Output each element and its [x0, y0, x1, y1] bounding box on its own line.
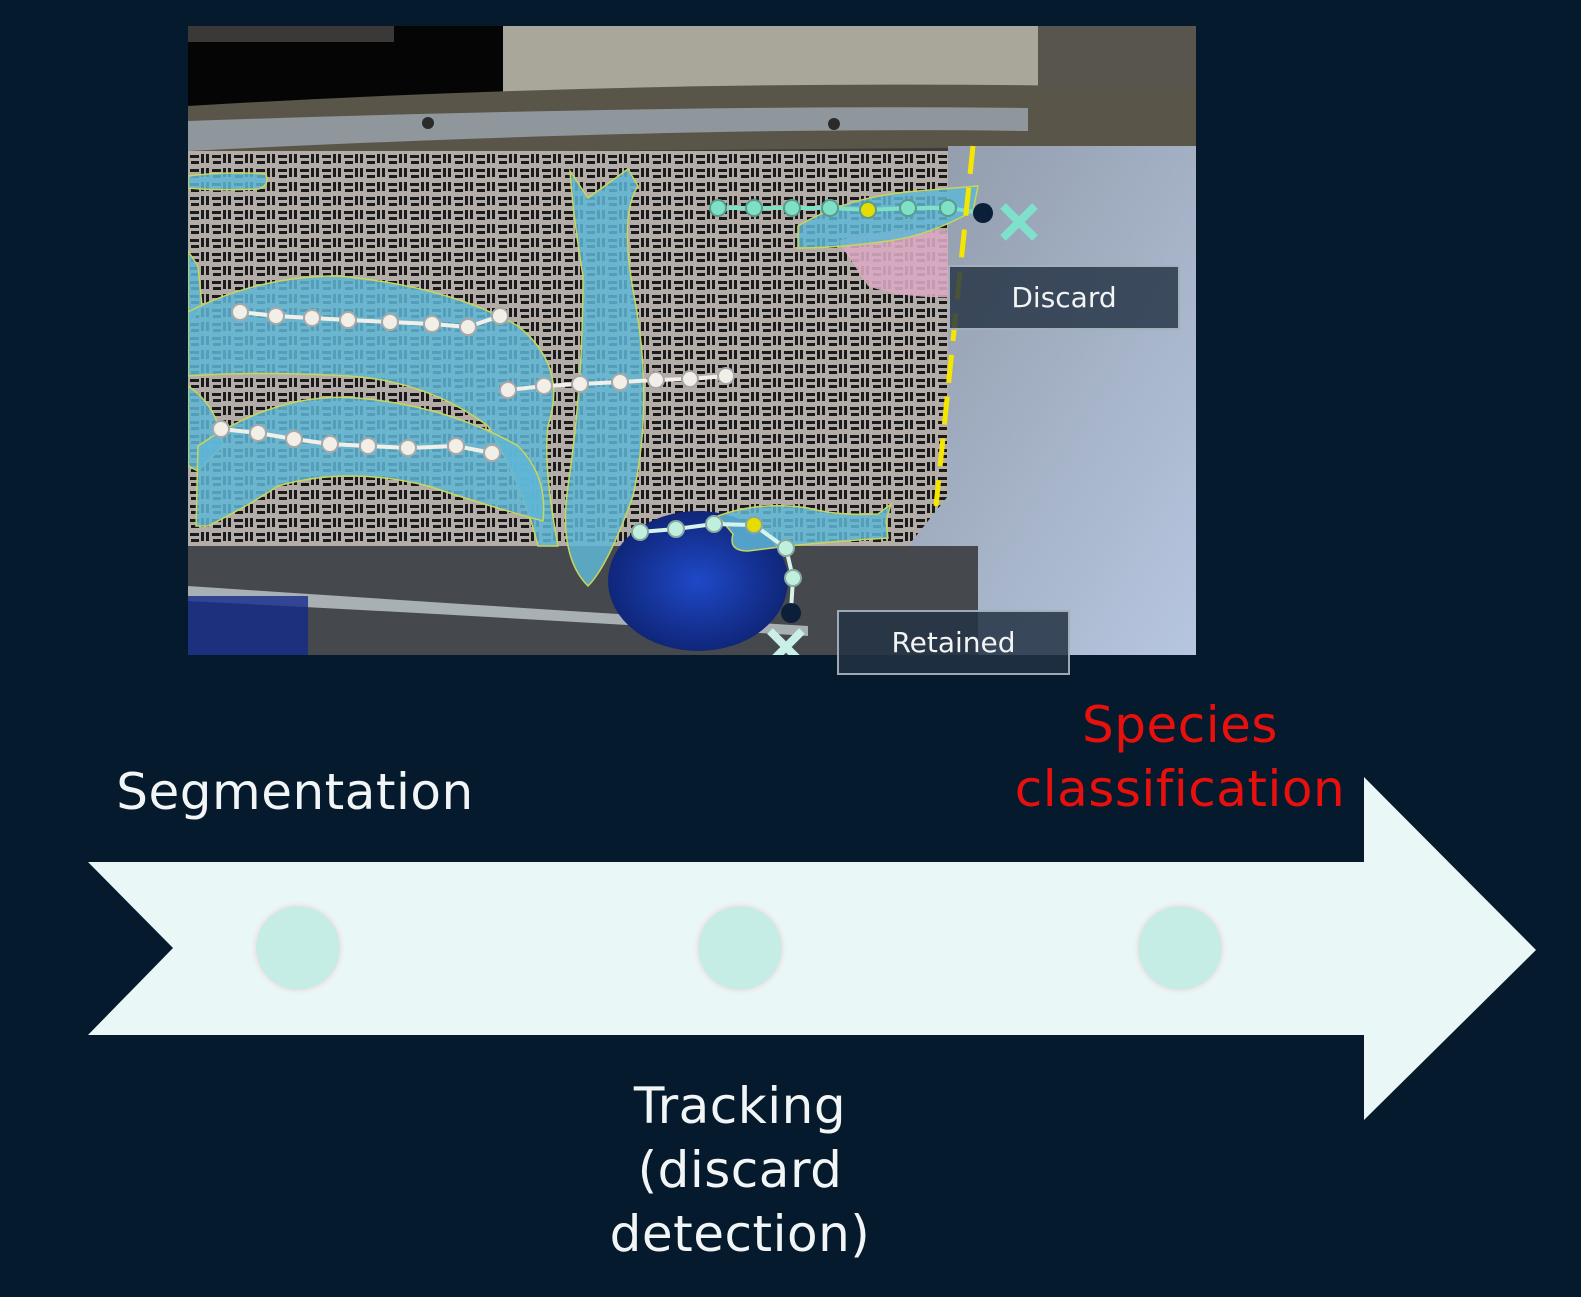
camera-scene [188, 26, 1196, 655]
species-line-2: classification [1014, 760, 1346, 818]
segmentation-masks [188, 167, 979, 588]
discard-label: Discard [948, 265, 1180, 330]
step-label-tracking: Tracking (discard detection) [560, 1074, 920, 1266]
tracking-line-2: (discard [637, 1141, 843, 1199]
milestone-species-classification [1138, 906, 1222, 990]
tracking-line-3: detection) [609, 1205, 871, 1263]
segmentation-text: Segmentation [116, 763, 474, 821]
step-label-segmentation: Segmentation [110, 760, 480, 824]
species-line-1: Species [1082, 696, 1278, 754]
discard-cross-icon [1000, 203, 1038, 241]
annotated-camera-frame [188, 26, 1196, 655]
tracking-line-1: Tracking [633, 1077, 847, 1135]
step-label-species-classification: Species classification [1010, 693, 1350, 821]
keypoint-tracks [212, 199, 993, 623]
retained-label: Retained [837, 610, 1070, 675]
milestone-segmentation [256, 906, 340, 990]
retained-cross-icon [767, 628, 805, 655]
milestone-tracking [698, 906, 782, 990]
